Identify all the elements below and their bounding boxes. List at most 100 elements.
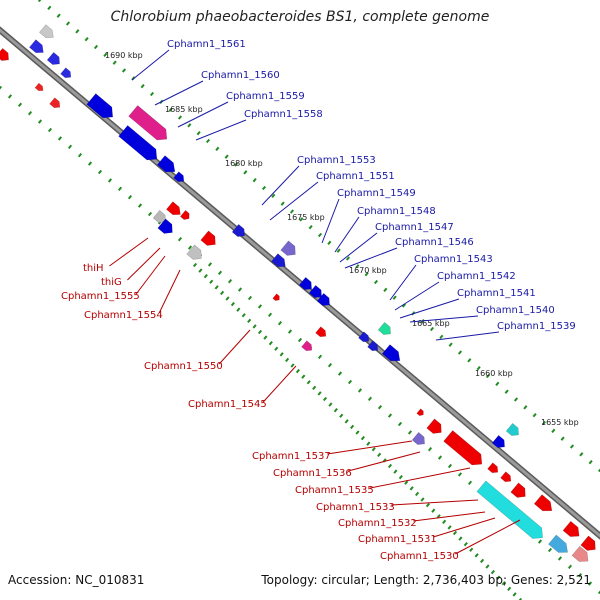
tick-mark: [297, 337, 303, 343]
tick-mark: [215, 146, 220, 152]
tick-mark: [557, 556, 563, 561]
leader-line: [344, 247, 398, 269]
tick-mark: [247, 318, 252, 324]
gene-label-forward: Cphamn1_1553: [297, 155, 376, 166]
tick-mark: [377, 405, 383, 410]
tick-mark: [227, 279, 233, 284]
leader-line: [218, 329, 251, 365]
gene-shape: [166, 201, 181, 215]
tick-mark: [587, 581, 593, 586]
forward-gene: [60, 67, 72, 78]
leader-line: [109, 237, 149, 267]
gene-label-reverse: Cphamn1_1530: [380, 551, 459, 562]
tick-mark: [37, 0, 43, 3]
gene-label-forward: Cphamn1_1546: [395, 237, 474, 248]
reverse-gene: [315, 326, 327, 337]
tick-mark: [261, 185, 267, 191]
scale-label: 1690 kbp: [105, 51, 143, 60]
leader-line: [433, 517, 496, 538]
tick-mark: [127, 195, 133, 200]
tick-mark: [279, 352, 284, 357]
tick-mark: [551, 428, 556, 434]
reverse-gene: [500, 471, 512, 482]
gene-label-forward: Cphamn1_1549: [337, 188, 416, 199]
tick-mark: [147, 211, 153, 217]
tick-mark: [398, 474, 403, 480]
reverse-gene: [272, 293, 280, 301]
tick-mark: [207, 262, 213, 267]
tick-mark: [295, 368, 300, 374]
gene-label-reverse: Cphamn1_1555: [61, 291, 140, 302]
tick-mark: [355, 430, 360, 435]
reverse-gene: [443, 430, 483, 466]
tick-mark: [140, 83, 145, 89]
leader-line: [339, 232, 378, 263]
gene-shape: [49, 97, 61, 108]
tick-mark: [447, 463, 453, 469]
gene-label-forward: Cphamn1_1561: [167, 39, 246, 50]
tick-mark: [485, 564, 490, 569]
gene-shape: [548, 534, 568, 553]
tick-mark: [333, 407, 338, 413]
tick-mark: [337, 371, 343, 376]
tick-mark: [496, 575, 501, 580]
tick-mark: [371, 447, 376, 452]
tick-mark: [285, 357, 290, 363]
tick-mark: [401, 303, 407, 308]
scale-label: 1665 kbp: [412, 319, 450, 328]
tick-mark: [306, 380, 311, 385]
leader-line: [409, 315, 479, 323]
tick-mark: [217, 270, 223, 275]
gene-shape: [367, 340, 379, 351]
tick-mark: [397, 421, 403, 427]
tick-mark: [469, 547, 474, 552]
tick-mark: [299, 217, 304, 222]
reverse-gene: [34, 82, 44, 92]
tick-mark: [485, 373, 491, 379]
forward-gene: [316, 292, 330, 306]
tick-mark: [355, 264, 360, 269]
gene-shape: [491, 434, 505, 448]
tick-mark: [377, 452, 382, 458]
tick-mark: [117, 186, 123, 191]
forward-gene: [358, 331, 370, 342]
leader-line: [131, 49, 170, 81]
forward-gene: [231, 223, 245, 237]
gene-shape: [86, 93, 113, 119]
tick-mark: [523, 405, 528, 410]
tick-mark: [393, 469, 398, 474]
reverse-gene: [49, 97, 61, 108]
leader-line: [158, 269, 181, 314]
reverse-gene: [166, 201, 181, 215]
tick-mark: [137, 203, 143, 208]
tick-mark: [448, 342, 453, 347]
forward-gene: [377, 321, 391, 335]
reverse-gene: [180, 210, 190, 220]
tick-mark: [347, 379, 353, 385]
forward-gene: [505, 422, 519, 436]
gene-shape: [510, 482, 526, 498]
tick-mark: [103, 52, 108, 58]
tick-mark: [121, 68, 127, 73]
tick-mark: [537, 539, 543, 544]
tick-mark: [243, 170, 248, 175]
tick-mark: [317, 354, 323, 359]
tick-mark: [56, 13, 61, 18]
gene-shape: [426, 418, 442, 434]
tick-mark: [77, 153, 83, 158]
gene-shape: [381, 344, 401, 362]
tick-mark: [387, 463, 393, 469]
gene-label-reverse: thiH: [83, 263, 104, 274]
gene-label-reverse: Cphamn1_1536: [273, 468, 352, 479]
tick-mark: [224, 154, 229, 159]
tick-mark: [407, 430, 413, 435]
forward-gene: [39, 24, 54, 38]
scale-label: 1685 kbp: [165, 105, 203, 114]
forward-gene: [271, 253, 286, 267]
tick-mark: [452, 530, 458, 536]
tick-mark: [357, 388, 363, 393]
gene-shape: [316, 292, 330, 306]
leader-line: [399, 298, 460, 319]
tick-mark: [420, 497, 425, 502]
